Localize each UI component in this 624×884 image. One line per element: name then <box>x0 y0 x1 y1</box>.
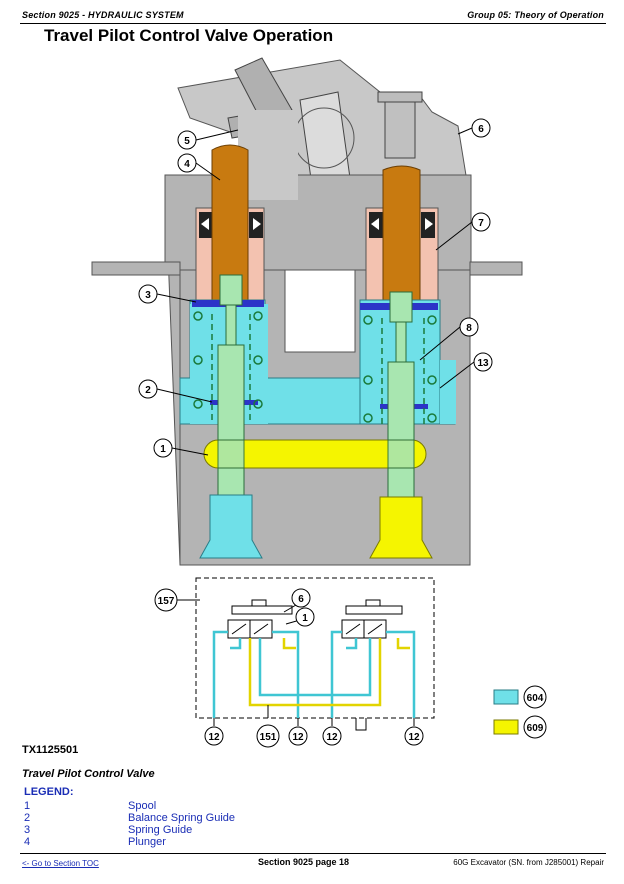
svg-text:609: 609 <box>527 723 544 734</box>
return-passage <box>203 439 427 469</box>
schematic-callouts: 157 6 1 12 151 12 12 12 <box>154 588 424 748</box>
manual-model: 60G Excavator (SN. from J285001) Repair <box>453 858 604 867</box>
diagram-callouts: 5 4 3 2 1 6 7 8 13 <box>138 118 493 458</box>
callout-2: 2 <box>138 379 158 399</box>
legend-number: 3 <box>24 824 31 836</box>
legend-item: 1 Spool <box>24 800 156 812</box>
group-header: Group 05: Theory of Operation <box>467 10 604 20</box>
svg-text:1: 1 <box>160 444 166 455</box>
footer-rule <box>20 853 606 854</box>
legend-item: 4 Plunger <box>24 836 166 848</box>
page-title: Travel Pilot Control Valve Operation <box>44 26 334 45</box>
callout-5: 5 <box>177 130 197 150</box>
legend-item: 3 Spring Guide <box>24 824 192 836</box>
svg-text:604: 604 <box>527 693 544 704</box>
callout-6: 6 <box>471 118 491 138</box>
svg-text:12: 12 <box>408 732 420 743</box>
svg-text:7: 7 <box>478 218 484 229</box>
color-key-609: 609 <box>523 715 547 739</box>
output-ports <box>199 494 433 559</box>
color-key: 604 609 <box>493 685 547 739</box>
figure-caption: Travel Pilot Control Valve <box>22 768 155 780</box>
valve-cutaway-diagram: 5 4 3 2 1 6 7 8 13 <box>91 57 547 748</box>
callout-13: 13 <box>473 352 493 372</box>
page-number: Section 9025 page 18 <box>258 857 350 867</box>
color-swatch-604 <box>493 689 519 705</box>
legend-label: Spool <box>128 800 157 812</box>
legend-number: 2 <box>24 812 31 824</box>
svg-text:12: 12 <box>292 732 304 743</box>
svg-text:2: 2 <box>145 385 151 396</box>
legend-number: 1 <box>24 800 31 812</box>
callout-12-c: 12 <box>322 726 342 746</box>
callout-12-d: 12 <box>404 726 424 746</box>
svg-text:6: 6 <box>298 594 304 605</box>
svg-text:151: 151 <box>260 732 277 743</box>
callout-4: 4 <box>177 153 197 173</box>
callout-151: 151 <box>256 724 280 748</box>
springs <box>193 311 437 424</box>
svg-text:13: 13 <box>477 358 489 369</box>
svg-text:8: 8 <box>466 323 472 334</box>
legend-item: 2 Balance Spring Guide <box>24 812 235 824</box>
leader-lines <box>156 127 475 456</box>
figure-id: TX1125501 <box>22 744 79 756</box>
hydraulic-schematic <box>176 577 435 731</box>
spools <box>217 274 415 498</box>
svg-text:4: 4 <box>184 159 190 170</box>
legend-label: Balance Spring Guide <box>128 812 236 824</box>
svg-text:1: 1 <box>302 613 308 624</box>
callout-157: 157 <box>154 588 178 612</box>
legend-number: 4 <box>24 836 31 848</box>
svg-text:12: 12 <box>326 732 338 743</box>
callout-1-schematic: 1 <box>295 607 315 627</box>
svg-text:5: 5 <box>184 136 190 147</box>
plungers <box>211 144 421 301</box>
svg-text:3: 3 <box>145 290 151 301</box>
legend-label: Plunger <box>128 836 166 848</box>
callout-12-a: 12 <box>204 726 224 746</box>
section-toc-link[interactable]: <- Go to Section TOC <box>22 859 99 868</box>
header-rule <box>20 23 606 24</box>
callout-8: 8 <box>459 317 479 337</box>
svg-text:157: 157 <box>158 596 175 607</box>
callout-3: 3 <box>138 284 158 304</box>
legend-label: Spring Guide <box>128 824 193 836</box>
color-key-604: 604 <box>523 685 547 709</box>
callout-7: 7 <box>471 212 491 232</box>
color-swatch-609 <box>493 719 519 735</box>
svg-text:6: 6 <box>478 124 484 135</box>
callout-1: 1 <box>153 438 173 458</box>
section-header: Section 9025 - HYDRAULIC SYSTEM <box>22 10 184 20</box>
svg-text:12: 12 <box>208 732 220 743</box>
callout-6-schematic: 6 <box>291 588 311 608</box>
callout-12-b: 12 <box>288 726 308 746</box>
valve-body <box>91 110 523 566</box>
legend-heading: LEGEND: <box>24 786 74 798</box>
